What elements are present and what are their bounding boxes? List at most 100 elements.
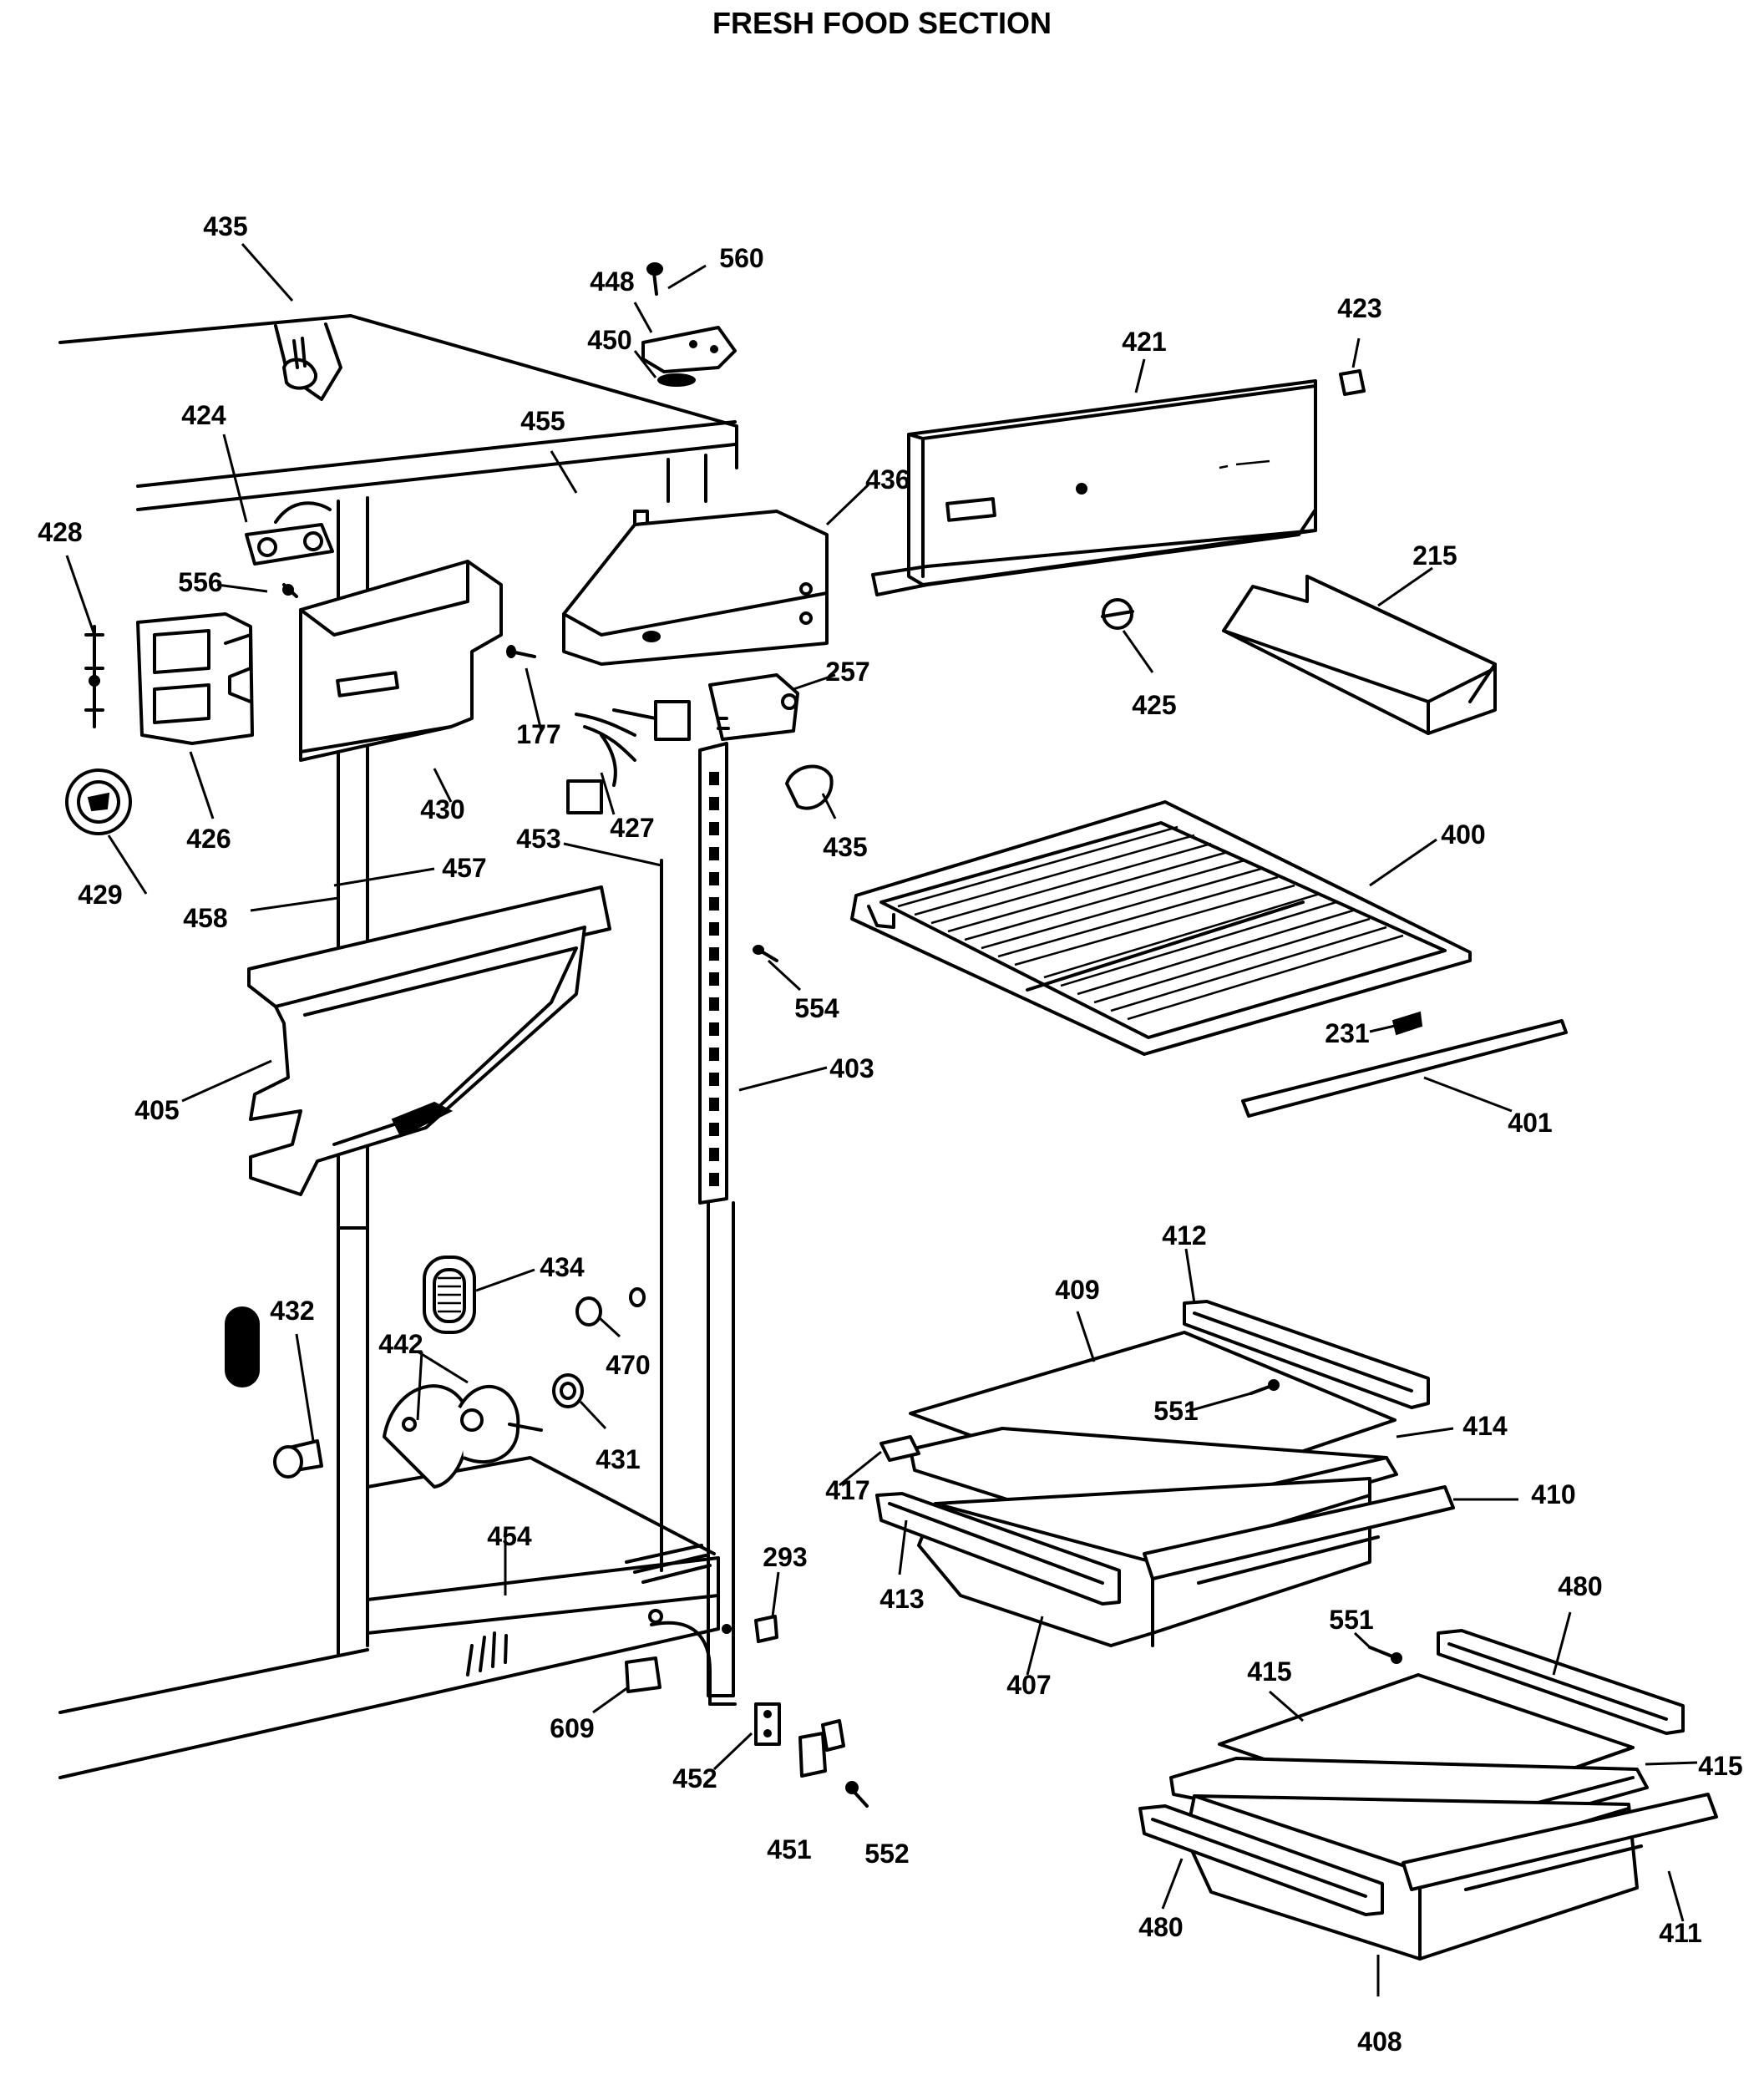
- callout-554: 554: [794, 993, 839, 1023]
- knob-425: [1101, 598, 1134, 630]
- callout-435-top: 435: [203, 211, 247, 241]
- callout-430: 430: [420, 794, 464, 824]
- callout-458: 458: [183, 903, 227, 933]
- callout-451: 451: [767, 1834, 811, 1864]
- rail-cover-421: [871, 379, 1317, 596]
- screw-554: [753, 945, 778, 962]
- wire-harness-427: [566, 700, 691, 814]
- screw-551-lower: [1368, 1646, 1402, 1664]
- control-housing-430: [299, 560, 503, 762]
- diagram-title: FRESH FOOD SECTION: [712, 6, 1052, 40]
- screw-551-upper: [1250, 1379, 1280, 1395]
- callout-450: 450: [587, 325, 631, 355]
- callout-552: 552: [864, 1839, 909, 1869]
- clip-293: [754, 1615, 778, 1643]
- callout-177: 177: [516, 719, 560, 749]
- callout-551-upper: 551: [1153, 1396, 1198, 1426]
- callout-426: 426: [186, 824, 231, 854]
- callout-436: 436: [865, 464, 910, 495]
- socket-428: [84, 625, 104, 728]
- trim-401: [1241, 1019, 1568, 1118]
- support-412: [1183, 1300, 1430, 1409]
- light-shield-426: [136, 612, 254, 745]
- screw-177: [506, 645, 536, 658]
- shelf-rail-403: [698, 742, 735, 1697]
- shim-452: [754, 1702, 781, 1746]
- callout-257: 257: [825, 657, 869, 687]
- timer-257: [708, 673, 799, 741]
- callout-434: 434: [540, 1252, 585, 1282]
- callout-412: 412: [1162, 1220, 1206, 1250]
- callout-480-upper: 480: [1558, 1571, 1602, 1601]
- wire-shelf-400: [850, 800, 1472, 1056]
- bin-405: [247, 885, 611, 1196]
- evaporator-cover-436: [562, 510, 829, 666]
- clip-231: [1391, 1011, 1423, 1036]
- callout-448: 448: [590, 266, 634, 297]
- dairy-bin-215: [1222, 575, 1497, 735]
- drawer-front-411: [1402, 1793, 1718, 1891]
- callout-415-lower: 415: [1698, 1751, 1742, 1781]
- callout-labels: 435 560 448 450 424 455 428 556 426 429 …: [38, 211, 1742, 2057]
- callout-556: 556: [178, 567, 222, 597]
- callout-429: 429: [78, 880, 122, 910]
- callout-414: 414: [1462, 1411, 1508, 1441]
- callout-423: 423: [1337, 293, 1381, 323]
- slide-417: [879, 1435, 920, 1462]
- screw-556: [282, 583, 298, 598]
- support-480-lower: [1138, 1804, 1384, 1916]
- callout-609: 609: [550, 1713, 594, 1743]
- callout-442: 442: [378, 1329, 423, 1359]
- callout-421: 421: [1122, 327, 1166, 357]
- callout-452: 452: [672, 1763, 717, 1793]
- callout-432: 432: [270, 1296, 314, 1326]
- callout-413: 413: [879, 1584, 924, 1614]
- callout-293: 293: [763, 1542, 807, 1572]
- callout-401: 401: [1508, 1108, 1552, 1138]
- callout-400: 400: [1441, 819, 1485, 850]
- callout-408: 408: [1357, 2027, 1402, 2057]
- screw-552: [845, 1781, 869, 1808]
- grommet-432: [273, 1439, 323, 1479]
- callout-215: 215: [1412, 540, 1457, 571]
- support-413: [875, 1492, 1121, 1606]
- hinge-451: [798, 1719, 845, 1778]
- callout-411: 411: [1659, 1918, 1702, 1948]
- callout-428: 428: [38, 517, 82, 547]
- callout-424: 424: [181, 400, 226, 430]
- callout-431: 431: [596, 1444, 640, 1474]
- callout-407: 407: [1006, 1670, 1051, 1700]
- bushing-431: [552, 1373, 584, 1408]
- knob-429: [65, 769, 132, 835]
- callout-409: 409: [1055, 1275, 1099, 1305]
- callout-231: 231: [1325, 1018, 1369, 1048]
- callout-425: 425: [1132, 690, 1176, 720]
- callout-403: 403: [829, 1053, 874, 1083]
- drawer-front-410: [1143, 1485, 1455, 1585]
- thermostat-435-top: [282, 337, 317, 390]
- callout-560: 560: [719, 243, 763, 273]
- callout-457: 457: [442, 853, 486, 883]
- callout-551-lower: 551: [1329, 1605, 1373, 1635]
- leader-lines: [65, 243, 1698, 1996]
- callout-405: 405: [134, 1095, 179, 1125]
- callout-415-upper: 415: [1247, 1656, 1291, 1687]
- thermostat-442: [383, 1384, 543, 1489]
- callout-417: 417: [825, 1475, 869, 1505]
- callout-470: 470: [606, 1350, 650, 1380]
- bulb-435: [785, 764, 834, 810]
- callout-410: 410: [1531, 1479, 1575, 1509]
- callout-455: 455: [520, 406, 565, 436]
- plug-470: [575, 1287, 646, 1327]
- callout-480-lower: 480: [1138, 1912, 1183, 1942]
- cap-423: [1339, 369, 1366, 396]
- callout-435-mid: 435: [823, 832, 867, 862]
- top-hinge-448: [641, 262, 737, 387]
- callout-454: 454: [487, 1521, 532, 1551]
- vent-432: [225, 1306, 260, 1387]
- lamp-lens-434: [423, 1256, 476, 1334]
- callout-453: 453: [516, 824, 560, 854]
- pan-407: [917, 1477, 1371, 1647]
